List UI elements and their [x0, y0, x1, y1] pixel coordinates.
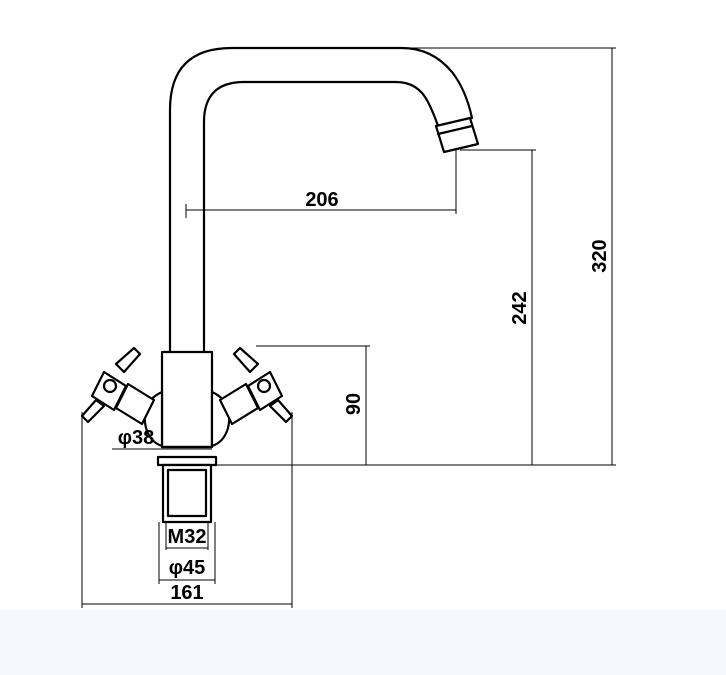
dim-handle-diameter: φ38 [118, 427, 155, 449]
dim-body-height: 90 [343, 393, 365, 415]
spout-nozzle [434, 116, 480, 154]
dim-total-width: 161 [170, 582, 203, 604]
dim-outlet-height: 242 [509, 291, 531, 324]
mounting-base [156, 455, 218, 524]
right-handle-lever-down [268, 398, 294, 424]
base-flange [156, 455, 218, 467]
right-handle-button [256, 378, 272, 394]
dim-spout-reach: 206 [305, 189, 338, 211]
left-handle [80, 346, 164, 448]
dim-thread: M32 [168, 526, 207, 548]
left-handle-button [102, 378, 118, 394]
shank-thread [166, 468, 208, 518]
left-handle-lever-up [114, 346, 142, 374]
right-handle [210, 346, 294, 448]
right-handle-lever-up [232, 346, 260, 374]
faucet-body [160, 350, 214, 449]
dimension-labels: 206 242 320 90 φ38 M32 φ45 161 [118, 189, 611, 604]
faucet-diagram: 206 242 320 90 φ38 M32 φ45 161 [80, 46, 616, 608]
body-block [160, 350, 214, 449]
spout [168, 46, 480, 354]
dimension-lines [81, 47, 616, 608]
dim-base-diameter: φ45 [169, 557, 206, 579]
spout-outer-edge [168, 46, 474, 354]
spout-inner-edge [202, 80, 440, 354]
left-handle-lever-down [80, 398, 106, 424]
bottom-band [0, 610, 726, 675]
dim-total-height: 320 [589, 239, 611, 272]
